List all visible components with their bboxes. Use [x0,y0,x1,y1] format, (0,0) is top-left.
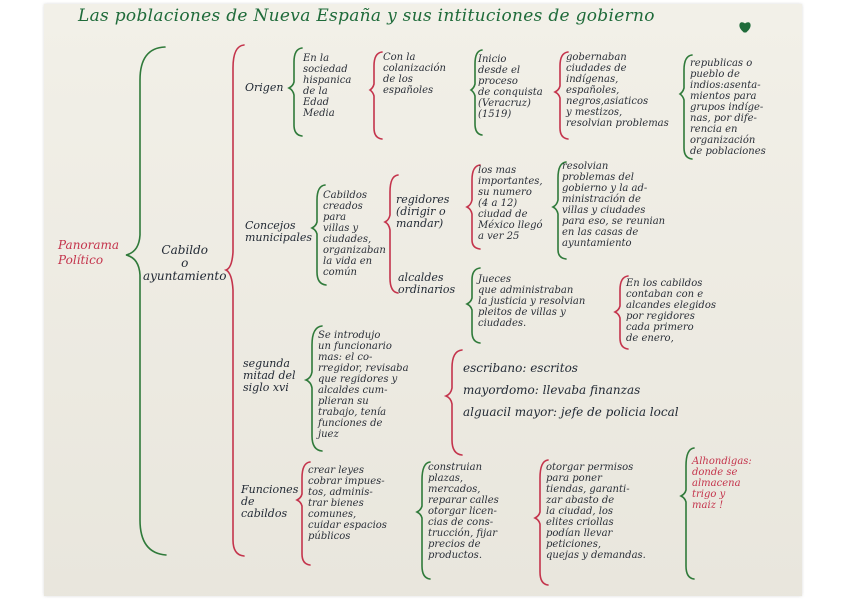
origen-brace [287,47,303,137]
origen-node-4: gobernaban ciudades de indígenas, españo… [566,52,669,129]
origen-brace-4 [553,51,569,140]
funciones-node-2: construian plazas, mercados, reparar cal… [428,462,499,561]
origen-node-3: Inicio desde el proceso de conquista (Ve… [478,54,543,120]
officials-brace [443,349,463,456]
regidores-info: los mas importantes, su numero (4 a 12) … [478,165,543,242]
cabildos-brace [383,174,399,294]
concejos-regidores: regidores (dirigir o mandar) [396,193,450,230]
heart-icon [739,22,751,33]
branch-concejos: Concejos municipales [245,219,313,244]
root-label: Panorama Político [58,238,120,267]
funciones-brace [295,461,311,566]
funciones-node-1: crear leyes cobrar impues- tos, adminis-… [308,465,387,542]
origen-brace-5 [678,54,693,160]
concejos-alcaldes: alcaldes ordinarios [398,271,456,296]
alcaldes-note-brace [613,275,629,350]
alcaldes-note: En los cabildos contaban con e alcandes … [626,278,716,344]
regidores-brace [465,164,481,250]
origen-node-1: En la sociedad hispanica de la Edad Medi… [303,53,352,119]
root-brace [125,46,167,556]
branch-segunda: segunda mitad del siglo xvi [243,357,296,394]
cabildo-label: Cabildo o ayuntamiento [143,243,227,283]
notebook-paper [44,4,802,596]
alcaldes-brace [465,267,481,344]
origen-brace-2 [368,51,383,140]
regidores-fn-brace [551,161,567,260]
funciones-node-4: Alhondigas: donde se almacena trigo y ma… [692,456,752,511]
official-mayordomo: mayordomo: llevaba finanzas [463,383,641,397]
origen-node-2: Con la colanización de los españoles [383,52,446,96]
funciones-brace-2 [415,461,431,580]
origen-node-5: republicas o pueblo de indios:asenta- mi… [690,58,766,157]
corregidor-text: Se introdujo un funcionario mas: el co- … [318,330,409,440]
origen-brace-3 [469,49,483,136]
regidores-function: resolvian problemas del gobierno y la ad… [562,161,666,249]
funciones-brace-4 [679,447,695,580]
funciones-brace-3 [533,459,549,586]
funciones-node-3: otorgar permisos para poner tiendas, gar… [546,462,646,561]
concejos-brace [310,184,327,286]
cabildo-brace [223,44,245,557]
page-title: Las poblaciones de Nueva España y sus in… [78,6,655,26]
official-escribano: escribano: escritos [463,361,578,375]
segunda-brace [303,325,323,452]
branch-origen: Origen [245,81,284,94]
alcaldes-info: Jueces que administraban la justicia y r… [478,274,586,329]
branch-funciones: Funciones de cabildos [241,483,299,520]
concejos-cabildos: Cabildos creados para villas y ciudades,… [323,190,386,278]
official-alguacil: alguacil mayor: jefe de policia local [463,405,679,419]
